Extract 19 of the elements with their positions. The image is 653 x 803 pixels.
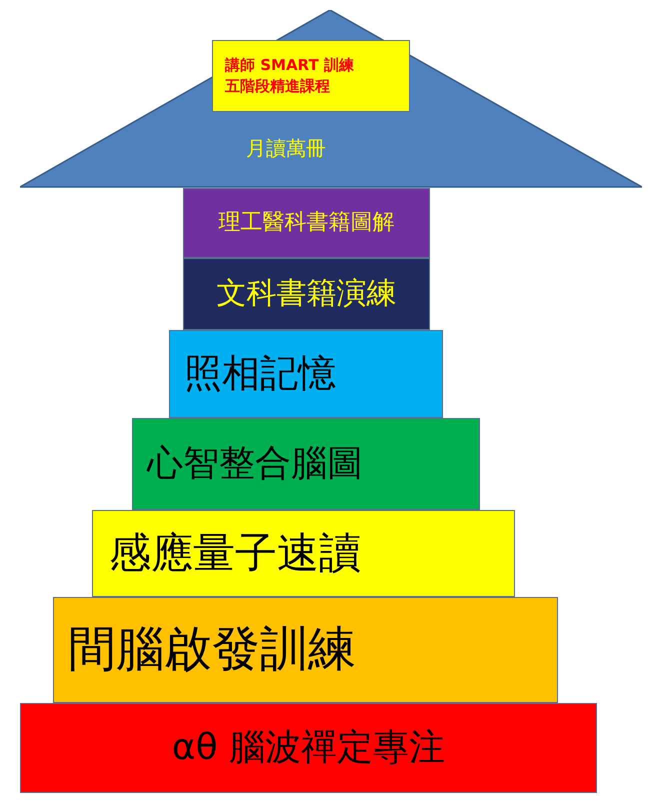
- title-text: 講師 SMART 訓練: [225, 55, 354, 76]
- level-box: [20, 703, 597, 793]
- level-label: 理工醫科書籍圖解: [218, 208, 394, 237]
- level-label: 月讀萬冊: [246, 135, 326, 162]
- level-box: [53, 597, 558, 703]
- level-box: [169, 330, 443, 418]
- level-label: 感應量子速讀: [109, 527, 361, 580]
- level-box: [132, 418, 480, 510]
- level-box: [92, 510, 515, 597]
- level-box: [183, 188, 430, 258]
- level-box: [183, 258, 430, 330]
- level-label: 照相記憶: [184, 350, 336, 398]
- level-label: 文科書籍演練: [216, 275, 396, 313]
- level-label: αθ 腦波禪定專注: [172, 726, 446, 770]
- level-label: 心智整合腦圖: [147, 442, 363, 486]
- level-label: 間腦啟發訓練: [68, 620, 356, 680]
- arrowhead-triangle: [20, 10, 642, 188]
- title-text: 五階段精進課程: [225, 76, 330, 97]
- title-box: [212, 40, 410, 112]
